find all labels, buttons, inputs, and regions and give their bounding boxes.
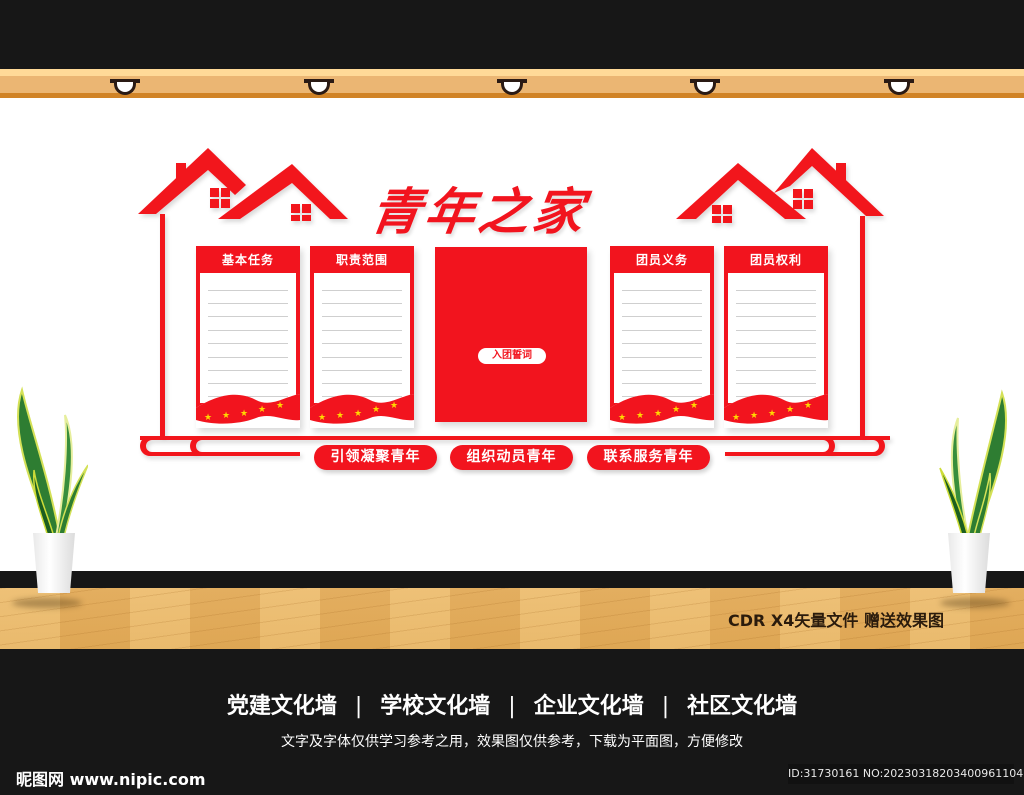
lined-paper (728, 273, 824, 403)
plant-shadow (940, 598, 1010, 608)
house-roof-icon (138, 148, 890, 456)
ceiling-spotlight-icon (884, 79, 914, 95)
page-title: 青年之家 (366, 183, 592, 241)
ceiling (0, 0, 1024, 69)
slogan-pill: 组织动员青年 (450, 445, 573, 470)
star-ribbon: ★ ★ ★ ★ ★ (610, 394, 714, 428)
svg-text:★: ★ (372, 405, 380, 415)
panel-heading: 团员权利 (749, 253, 802, 267)
ceiling-spotlight-icon (110, 79, 140, 95)
panel-basic-tasks: 基本任务 ★ ★ ★ ★ ★ (196, 246, 300, 428)
plant-pot (33, 533, 75, 593)
ceiling-spotlight-icon (304, 79, 334, 95)
separator: | (508, 694, 516, 719)
svg-text:★: ★ (276, 401, 284, 411)
svg-text:★: ★ (768, 409, 776, 419)
svg-text:★: ★ (636, 411, 644, 421)
oath-label: 入团誓词 (478, 348, 546, 364)
svg-text:★: ★ (390, 401, 398, 411)
plant-shadow (12, 598, 82, 608)
star-ribbon: ★ ★ ★ ★ ★ (196, 394, 300, 428)
lined-paper (200, 273, 296, 403)
disclaimer: 文字及字体仅供学习参考之用，效果图仅供参考，下载为平面图，方便修改 (281, 734, 743, 750)
svg-text:★: ★ (354, 409, 362, 419)
svg-text:★: ★ (618, 413, 626, 423)
svg-text:★: ★ (222, 411, 230, 421)
star-icon: ★ ★ ★ ★ ★ (318, 401, 398, 423)
panel-heading: 团员义务 (635, 253, 688, 267)
category-enterprise: 企业文化墙 (533, 694, 644, 719)
panel-responsibilities: 职责范围 ★ ★ ★ ★ ★ (310, 246, 414, 428)
svg-text:★: ★ (258, 405, 266, 415)
slogan-pill: 联系服务青年 (587, 445, 710, 470)
svg-text:★: ★ (786, 405, 794, 415)
separator: | (354, 694, 363, 719)
panel-member-duties: 团员义务 ★ ★ ★ ★ ★ (610, 246, 714, 428)
svg-text:★: ★ (750, 411, 758, 421)
star-ribbon: ★ ★ ★ ★ ★ (310, 394, 414, 428)
ceiling-beam-edge (0, 93, 1024, 98)
svg-text:★: ★ (240, 409, 248, 419)
image-id: ID:31730161 NO:20230318203400961104 (788, 764, 1023, 784)
svg-text:★: ★ (336, 411, 344, 421)
svg-text:★: ★ (732, 413, 740, 423)
svg-text:★: ★ (204, 413, 212, 423)
svg-text:★: ★ (318, 413, 326, 423)
snake-plant-left (16, 386, 88, 538)
slogan-pill: 引领凝聚青年 (314, 445, 437, 470)
oath-board (435, 247, 587, 422)
category-list: 党建文化墙 | 学校文化墙 | 企业文化墙 | 社区文化墙 (0, 688, 1024, 720)
category-school: 学校文化墙 (380, 694, 491, 719)
separator: | (661, 694, 670, 719)
watermark-logo[interactable]: 昵图网 www.nipic.com (16, 770, 206, 789)
file-format-note: CDR X4矢量文件 赠送效果图 (728, 611, 944, 630)
star-icon: ★ ★ ★ ★ ★ (204, 401, 284, 423)
star-ribbon: ★ ★ ★ ★ ★ (724, 394, 828, 428)
lined-paper (614, 273, 710, 403)
star-icon: ★ ★ ★ ★ ★ (618, 401, 698, 423)
ceiling-spotlight-icon (690, 79, 720, 95)
category-community: 社区文化墙 (687, 694, 798, 719)
baseboard (0, 571, 1024, 588)
panel-heading: 职责范围 (335, 253, 388, 267)
snake-plant-right (939, 389, 1008, 537)
svg-text:★: ★ (672, 405, 680, 415)
plant-pot (948, 533, 990, 593)
ceiling-beam-highlight (0, 69, 1024, 76)
ceiling-spotlight-icon (497, 79, 527, 95)
svg-text:★: ★ (654, 409, 662, 419)
svg-text:★: ★ (804, 401, 812, 411)
lined-paper (314, 273, 410, 403)
svg-text:★: ★ (690, 401, 698, 411)
wood-floor (0, 588, 1024, 649)
star-icon: ★ ★ ★ ★ ★ (732, 401, 812, 423)
panel-heading: 基本任务 (221, 253, 274, 267)
panel-member-rights: 团员权利 ★ ★ ★ ★ ★ (724, 246, 828, 428)
category-party: 党建文化墙 (226, 694, 337, 719)
